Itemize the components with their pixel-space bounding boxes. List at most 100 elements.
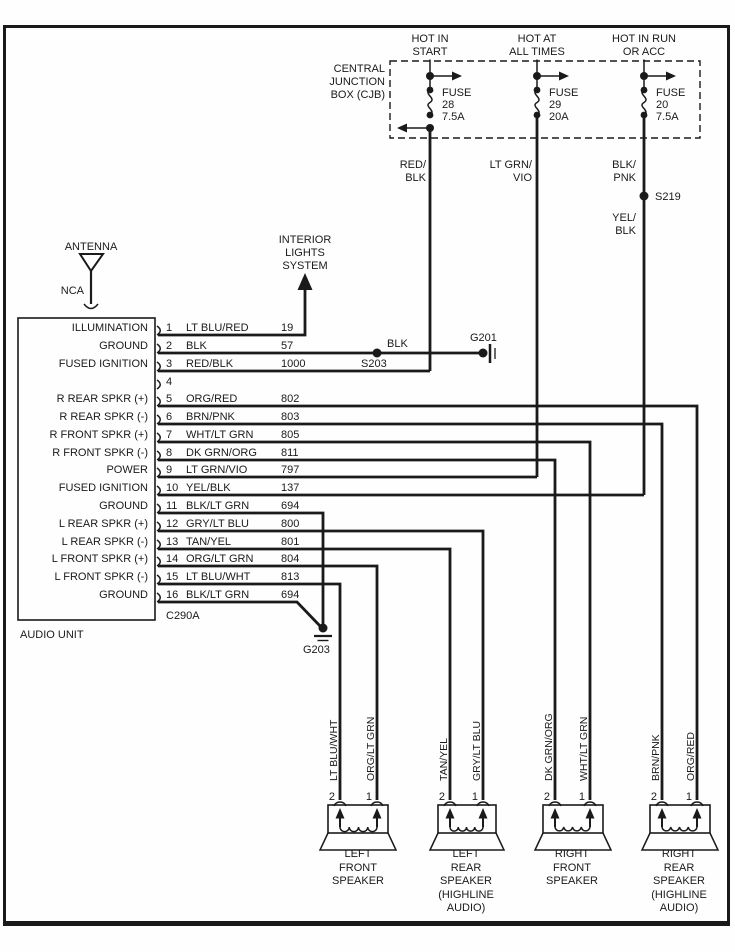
pin-wire-color: WHT/LT GRN (186, 429, 253, 441)
pin-connector-icon (156, 325, 161, 336)
speaker-left-rear: TAN/YEL GRY/LT BLU 2 1 LEFT REAR SPEAKER… (428, 721, 506, 914)
interior-lights-label: SYSTEM (282, 260, 327, 272)
interior-lights-system: INTERIOR LIGHTS SYSTEM (279, 234, 332, 290)
central-junction-box: CENTRAL JUNCTION BOX (CJB) HOT IN START … (329, 33, 701, 495)
pin-wire-color: BLK/LT GRN (186, 589, 249, 601)
speaker-box (649, 804, 711, 834)
pin-function: GROUND (99, 500, 148, 512)
wire-pin12 (158, 529, 485, 800)
pin-wire-color: LT BLU/WHT (186, 571, 251, 583)
pin-function: L REAR SPKR (+) (59, 518, 148, 530)
wire-pin8 (158, 458, 557, 800)
speaker-name: AUDIO) (447, 902, 486, 914)
pin-function: L REAR SPKR (-) (62, 536, 148, 548)
pin-number: 4 (166, 376, 172, 388)
speaker-name: LEFT (345, 848, 372, 860)
pin-number: 3 (166, 358, 172, 370)
wire-pin6 (158, 422, 664, 800)
speaker-name: (HIGHLINE (438, 889, 494, 901)
pin-connector-icon (156, 414, 161, 425)
pin-circuit: 802 (281, 393, 299, 405)
terminal-arc-icon (655, 801, 669, 807)
right-arrow-icon (559, 71, 569, 81)
interior-lights-label: LIGHTS (285, 247, 325, 259)
feed-source-label: START (412, 46, 447, 58)
wire-color-label: BLK (405, 172, 426, 184)
speaker-box (542, 804, 604, 834)
pin-number: 5 (166, 393, 172, 405)
ground-g201-dot (478, 348, 488, 358)
speaker-wire-label: ORG/LT GRN (365, 717, 377, 781)
feed-source-label: HOT AT (518, 33, 557, 45)
pin-connector-icon (156, 539, 161, 550)
wire-pin7 (158, 440, 592, 800)
terminal-number: 2 (439, 791, 445, 803)
speaker-right-rear: BRN/PNK ORG/RED 2 1 RIGHT REAR SPEAKER (… (640, 732, 720, 914)
speaker-name: SPEAKER (653, 875, 705, 887)
pin-function: FUSED IGNITION (59, 482, 148, 494)
interior-lights-label: INTERIOR (279, 234, 332, 246)
fuse-rating: 7.5A (442, 111, 465, 123)
pin-connector-icon (156, 343, 161, 354)
pin-connector-icon (156, 556, 161, 567)
pin-wire-color: LT BLU/RED (186, 322, 249, 334)
pin-wire-color: ORG/RED (186, 393, 237, 405)
pin-circuit: 694 (281, 500, 299, 512)
wire-pin13 (158, 547, 452, 800)
pin-number: 12 (166, 518, 178, 530)
ground-g201-label: G201 (470, 332, 497, 344)
wire-color-label: BLK/ (612, 159, 637, 171)
pin-circuit: 813 (281, 571, 299, 583)
fuse-label: FUSE (656, 87, 685, 99)
wire-color-label: LT GRN/ (490, 159, 533, 171)
fuse-number: 20 (656, 99, 668, 111)
speaker-wire-label: DK GRN/ORG (543, 713, 555, 781)
cjb-label: JUNCTION (329, 76, 385, 88)
pin-wire-color: BLK (186, 340, 207, 352)
pin-number: 2 (166, 340, 172, 352)
pin-number: 6 (166, 411, 172, 423)
wire-pin15 (158, 582, 342, 800)
pin-function: POWER (106, 464, 148, 476)
speaker-name: REAR (664, 862, 695, 874)
pin-connector-icon (156, 574, 161, 585)
speaker-name: REAR (451, 862, 482, 874)
terminal-arc-icon (443, 801, 457, 807)
feed-hot-in-start: HOT IN START FUSE 28 7.5A RED/ BLK (397, 33, 471, 371)
pin-circuit: 19 (281, 322, 293, 334)
wire-color-label: BLK (387, 338, 408, 350)
pin-circuit: 797 (281, 464, 299, 476)
feed-source-label: ALL TIMES (509, 46, 565, 58)
antenna-connector-arc (83, 303, 99, 310)
speaker-cone-icon (318, 832, 398, 851)
pin-wire-color: YEL/BLK (186, 482, 231, 494)
fuse-label: FUSE (549, 87, 578, 99)
terminal-number: 2 (651, 791, 657, 803)
speaker-wire-label: GRY/LT BLU (471, 721, 483, 781)
up-arrow-icon (335, 808, 345, 819)
feed-hot-at-all-times: HOT AT ALL TIMES FUSE 29 20A LT GRN/ VIO (490, 33, 578, 477)
wire-pin16 (158, 600, 323, 628)
ground-g201-path: S203 BLK G201 (361, 332, 497, 370)
audio-unit-label: AUDIO UNIT (20, 629, 84, 641)
speaker-wire-label: TAN/YEL (438, 738, 450, 781)
speaker-coil-icon (339, 826, 378, 833)
pin-function: L FRONT SPKR (+) (52, 553, 148, 565)
ground-g203-dot (318, 623, 328, 633)
cjb-label: CENTRAL (334, 63, 385, 75)
terminal-arc-icon (476, 801, 490, 807)
wire-pin14 (158, 564, 379, 800)
speaker-left-front: LT BLU/WHT ORG/LT GRN 2 1 LEFT FRONT SPE… (318, 717, 398, 887)
pin-wire-color: BRN/PNK (186, 411, 236, 423)
pin-wire-color: ORG/LT GRN (186, 553, 253, 565)
pin-number: 9 (166, 464, 172, 476)
pin-number: 15 (166, 571, 178, 583)
terminal-number: 1 (579, 791, 585, 803)
pin-number: 1 (166, 322, 172, 334)
pin-connector-icon (156, 450, 161, 461)
speaker-box (437, 804, 497, 834)
pin-connector-icon (156, 432, 161, 443)
fuse-rating: 20A (549, 111, 569, 123)
terminal-number: 2 (544, 791, 550, 803)
